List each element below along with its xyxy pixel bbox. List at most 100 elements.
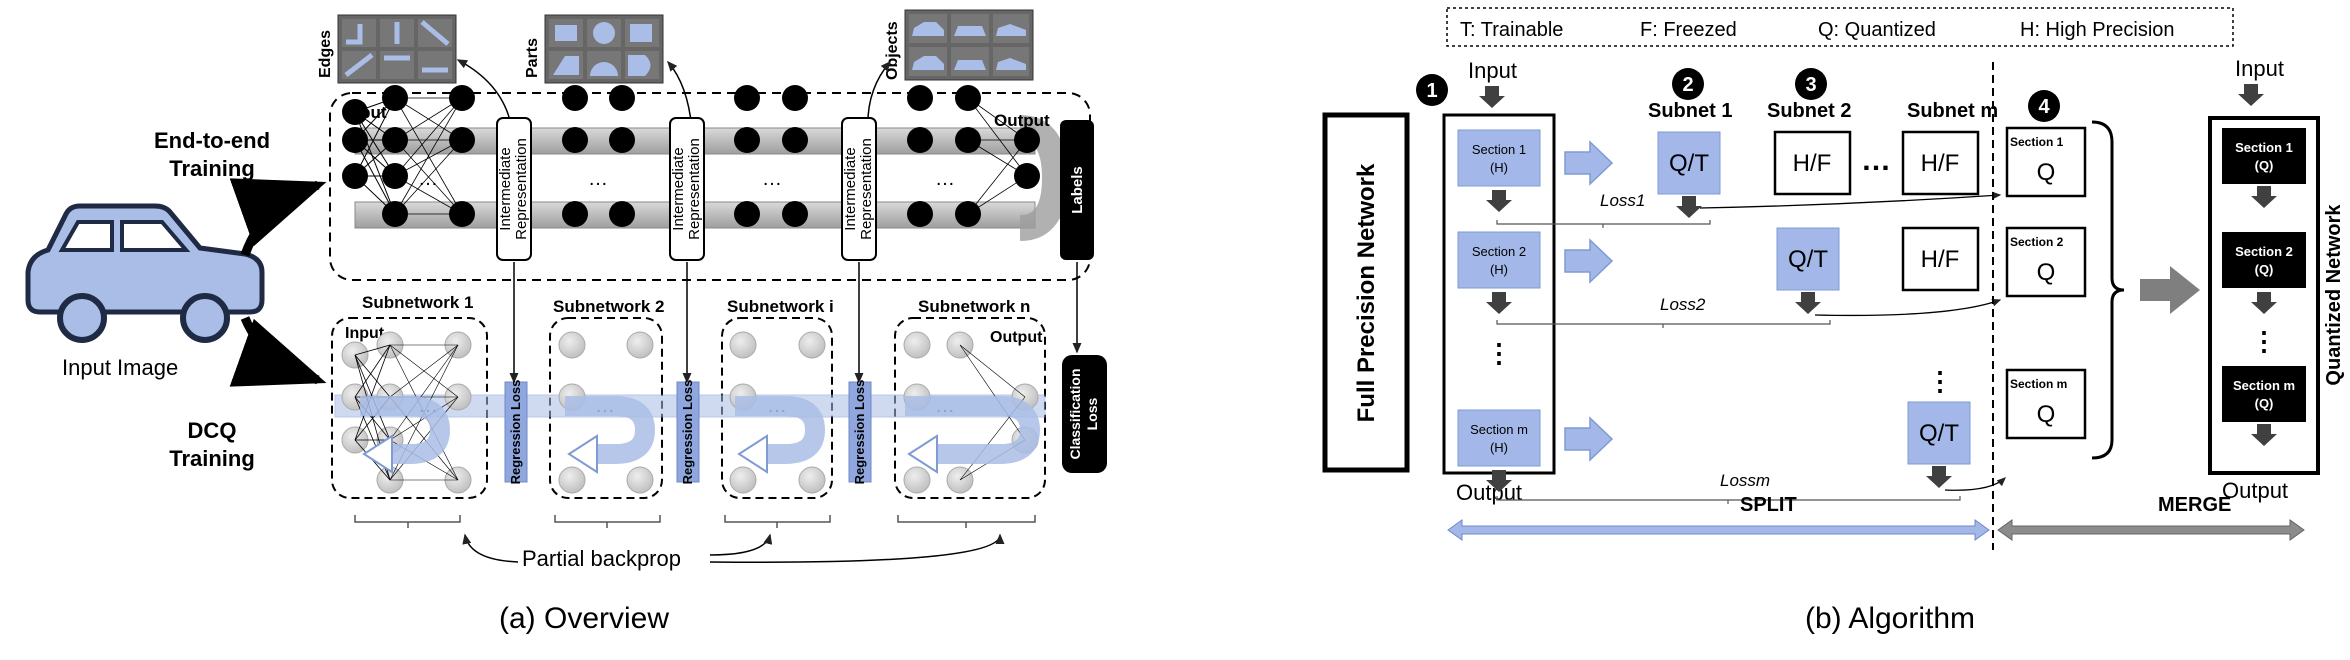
final-section-m: Section m (Q) [2222,366,2306,422]
bottom-edge [354,344,391,398]
top-ellipsis: … [762,168,782,190]
top-edge [394,97,463,177]
down-arrows [1479,84,2277,492]
step-badge [2028,90,2060,122]
parts-thumbnail [544,14,664,84]
step-number: 3 [1805,74,1816,96]
uturn-arrow [735,396,826,464]
svg-text:Section 1: Section 1 [2010,135,2064,149]
top-output-label: Output [994,111,1050,130]
bottom-edge [389,396,459,441]
bottom-node [729,331,757,359]
svg-text:Section 1: Section 1 [1472,142,1526,157]
svg-text:Loss: Loss [1084,397,1100,430]
top-edge [354,175,396,215]
partial-backprop-label: Partial backprop [522,546,681,571]
svg-text:Q: Q [2037,159,2056,186]
svg-text:Section m: Section m [1470,422,1528,437]
top-edge [394,175,463,215]
top-edge [354,139,396,215]
caption-b: (b) Algorithm [1805,602,1975,635]
svg-text:Labels: Labels [1069,166,1086,214]
subnetwork-i-label: Subnetwork i [727,297,834,316]
bottom-edge [354,354,391,398]
svg-text:(H): (H) [1490,262,1508,277]
svg-text:Regression Loss: Regression Loss [680,380,695,485]
top-node [907,85,933,111]
top-edge [354,139,396,177]
subnetwork-n-label: Subnetwork n [918,297,1030,316]
top-node [562,85,588,111]
top-edge [354,111,396,177]
svg-text:Regression Loss: Regression Loss [508,380,523,485]
top-edge [354,111,396,215]
bottom-edge [389,344,459,441]
top-network-edges [354,97,1028,215]
svg-text:(H): (H) [1490,440,1508,455]
top-node [609,85,635,111]
quantized-network-label: Quantized Network [2323,204,2345,386]
uturn-arrowhead [362,434,393,474]
bottom-node [558,466,586,494]
down-arrow [2238,84,2264,106]
svg-text:(Q): (Q) [2255,158,2274,173]
loss-m: Lossm [1720,471,1770,490]
top-edge [967,97,1028,141]
edges-label: Edges [317,30,334,78]
svg-text:Q: Q [2037,259,2056,286]
objects-label: Objects [884,21,901,80]
top-edge [967,139,1028,215]
labels-box: Labels [1060,120,1094,260]
car-icon [25,203,265,343]
q-section-2: Section 2 Q [2005,226,2087,298]
step-badge [1416,74,1448,106]
top-edge [967,139,1028,177]
hdots: … [1861,144,1891,177]
legend-quantized: Q: Quantized [1818,19,1936,41]
merge-double-arrow [1997,519,2305,541]
svg-text:Classification: Classification [1067,368,1083,459]
output-label-left: Output [1456,480,1522,505]
dcq-label-2: Training [169,446,255,471]
subnet-1-header: Subnet 1 [1648,100,1732,122]
intermediate-box-1: Intermediate Representation [496,117,532,261]
svg-text:Intermediate: Intermediate [497,147,514,230]
bottom-node [903,331,931,359]
bottom-output-label: Output [990,329,1043,346]
subnetwork-1-label: Subnetwork 1 [362,293,473,312]
bottom-edge [959,344,1026,441]
bottom-node [798,466,826,494]
bottom-input-label: Input [345,325,385,342]
uturn-arrowhead [907,434,938,474]
panel-algorithm: T: Trainable F: Freezed Q: Quantized H: … [1322,7,2345,635]
top-edge [354,111,396,141]
top-edge [967,97,1028,177]
input-label-left: Input [1468,58,1517,83]
top-edge [394,139,463,177]
down-arrow [1795,292,1821,314]
loss-braces [1496,220,1961,504]
final-section-1: Section 1 (Q) [2222,128,2306,184]
top-node [782,127,808,153]
down-arrow [1486,292,1512,314]
end-to-end-label-2: Training [169,156,255,181]
vdots-right: ⋮ [2251,326,2277,356]
quantized-network-frame [2208,116,2320,475]
regression-loss-1: Regression Loss [504,380,528,485]
curved-arrow-bottom [229,316,327,387]
svg-text:H/F: H/F [1793,150,1832,177]
bottom-node [729,466,757,494]
bottom-edge [354,344,391,441]
top-ellipsis: … [588,168,608,190]
top-edge [394,97,463,215]
merge-arrow [2140,266,2200,314]
backprop-uturn-arrows [360,396,1041,474]
bottom-node [558,331,586,359]
intermediate-box-3: Intermediate Representation [841,117,877,261]
regression-loss-3: Regression Loss [848,380,872,484]
top-node [907,127,933,153]
dcq-label-1: DCQ [188,418,237,443]
subnet-m-header: Subnet m [1907,100,1998,122]
final-section-2: Section 2 (Q) [2222,232,2306,288]
edges-thumbnail [337,14,457,84]
